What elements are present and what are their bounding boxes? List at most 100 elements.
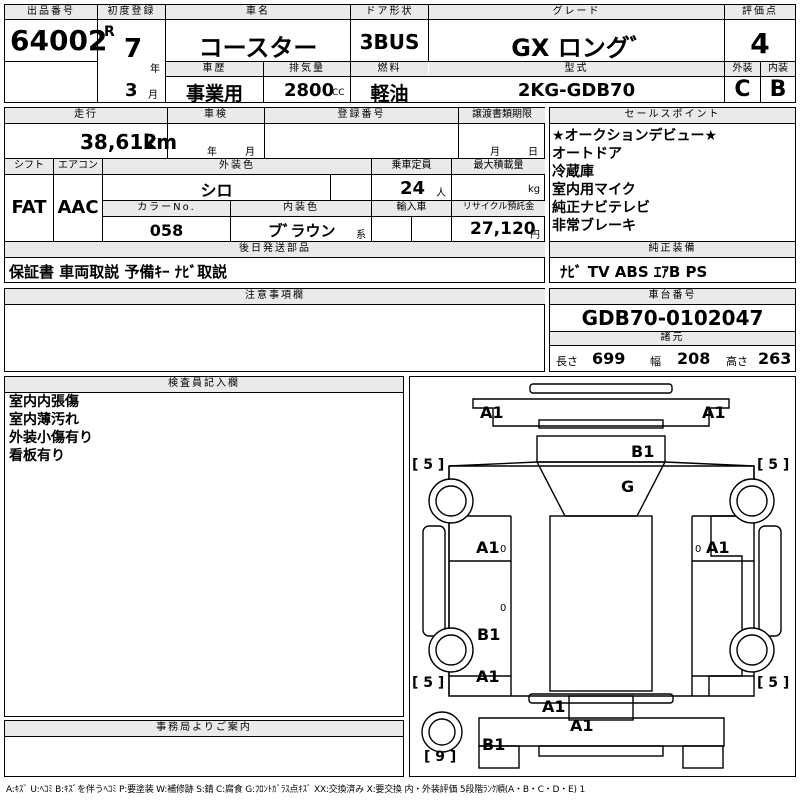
grade-label: グレード [429, 5, 724, 19]
max-load-label: 最大積載量 [452, 159, 545, 174]
first-reg-label: 初度登録 [98, 5, 165, 19]
car-outline [421, 383, 782, 769]
score: 4 [750, 27, 770, 60]
reg-month: 3 [125, 80, 138, 101]
capacity: 24 [400, 178, 426, 199]
notes-box [4, 288, 545, 372]
damage-mark: A1 [702, 403, 726, 422]
mileage: 38,612 [80, 130, 158, 154]
interior-label: 内装 [761, 62, 795, 76]
later-parts-label: 後日発送部品 [5, 242, 545, 257]
model: 2KG-GDB70 [517, 80, 636, 101]
sales-item: 冷蔵庫 [552, 164, 594, 180]
equipment: ﾅﾋﾞ TV ABS ｴｱB PS [560, 263, 708, 281]
office-box [4, 720, 404, 777]
door-label: ドア形状 [351, 5, 428, 19]
equipment-label: 純正装備 [550, 242, 795, 257]
office-label: 事務局よりご案内 [5, 721, 403, 736]
inspector-box [4, 376, 404, 717]
length-label: 長さ [556, 355, 578, 368]
max-load-unit: kg [528, 184, 541, 195]
car-name: コースター [198, 34, 318, 62]
damage-mark: A1 [476, 667, 500, 686]
damage-mark: B1 [482, 735, 506, 754]
sales-label: セールスポイント [550, 108, 795, 123]
legend: A:ｷｽﾞ U:ﾍｺﾐ B:ｷｽﾞを伴うﾍｺﾐ P:要塗装 W:補修跡 S:錆 … [6, 785, 585, 795]
capacity-unit: 人 [436, 188, 446, 199]
recycle-label: リサイクル預託金 [452, 201, 545, 216]
sales-item: 非常ブレーキ [552, 218, 636, 234]
small-zero: 0 [695, 544, 702, 555]
shift-label: シフト [5, 159, 53, 174]
sales-item: ★オークションデビュー★ [552, 128, 718, 144]
int-color-unit: 系 [356, 230, 366, 241]
history: 事業用 [185, 83, 243, 105]
sales-box [549, 107, 796, 283]
info-box [4, 107, 545, 283]
sales-item: 純正ナビテレビ [552, 200, 650, 216]
deadline-label: 譲渡書類期限 [459, 108, 545, 123]
chassis-number: GDB70-0102047 [581, 306, 764, 330]
int-color-label: 内装色 [231, 201, 371, 216]
later-parts: 保証書 車両取説 予備ｷｰ ﾅﾋﾞ取説 [9, 263, 228, 281]
ac: AAC [57, 197, 99, 218]
notes-label: 注意事項欄 [5, 289, 545, 304]
fuel-label: 燃料 [351, 62, 428, 76]
inspection-label: 車検 [168, 108, 264, 123]
mileage-unit: km [143, 130, 178, 154]
tire-tread-fr: [ 5 ] [757, 457, 790, 473]
sales-item: 室内用マイク [552, 182, 636, 198]
chassis-box [549, 288, 796, 372]
reg-no-label: 登録番号 [265, 108, 458, 123]
ac-label: エアコン [54, 159, 102, 174]
displacement: 2800 [284, 80, 335, 101]
mileage-label: 走行 [5, 108, 167, 123]
era: R [104, 24, 115, 40]
damage-mark: B1 [631, 442, 655, 461]
door-type: 3BUS [359, 30, 420, 54]
car-name-label: 車名 [166, 5, 350, 19]
header-box [4, 4, 796, 103]
damage-mark: A1 [542, 697, 566, 716]
damage-mark: G [621, 477, 635, 496]
lot-label: 出品番号 [5, 5, 97, 19]
color-no: 058 [149, 221, 184, 240]
month-unit: 月 [148, 90, 158, 101]
specs-label: 諸元 [550, 332, 795, 345]
score-label: 評価点 [725, 5, 795, 19]
height: 263 [758, 349, 792, 368]
inspection-year-unit: 年 [207, 147, 217, 158]
small-zero: 0 [500, 603, 507, 614]
inspector-line: 外装小傷有り [9, 430, 93, 446]
interior-grade: B [769, 77, 787, 102]
damage-mark: A1 [480, 403, 504, 422]
year-unit: 年 [150, 64, 160, 75]
inspector-line: 室内薄汚れ [9, 412, 79, 428]
sales-item: オートドア [552, 146, 622, 162]
tire-tread-fl: [ 5 ] [412, 457, 445, 473]
deadline-day-unit: 日 [528, 147, 538, 158]
deadline-month-unit: 月 [490, 147, 500, 158]
damage-mark: A1 [476, 538, 500, 557]
history-label: 車歴 [166, 62, 263, 76]
reg-year: 7 [124, 34, 143, 64]
small-zero: 0 [500, 544, 507, 555]
damage-mark: B1 [477, 625, 501, 644]
lot-number: 64002 [10, 24, 108, 57]
ext-color: シロ [200, 181, 233, 200]
height-label: 高さ [726, 355, 748, 368]
displacement-label: 排気量 [264, 62, 350, 76]
spare-tire-tread: [ 9 ] [424, 749, 457, 765]
grade: GX ロングﾞ [511, 34, 642, 62]
damage-mark: A1 [570, 716, 594, 735]
inspector-notes: 室内内張傷 室内薄汚れ 外装小傷有り 看板有り [9, 393, 93, 465]
damage-mark: A1 [706, 538, 730, 557]
import-label: 輸入車 [372, 201, 451, 216]
inspector-line: 室内内張傷 [9, 394, 79, 410]
inspector-label: 検査員記入欄 [5, 377, 403, 392]
exterior-label: 外装 [725, 62, 760, 76]
fuel: 軽油 [370, 83, 409, 105]
tire-tread-rl: [ 5 ] [412, 675, 445, 691]
capacity-label: 乗車定員 [372, 159, 451, 174]
displacement-unit: CC [332, 88, 345, 98]
